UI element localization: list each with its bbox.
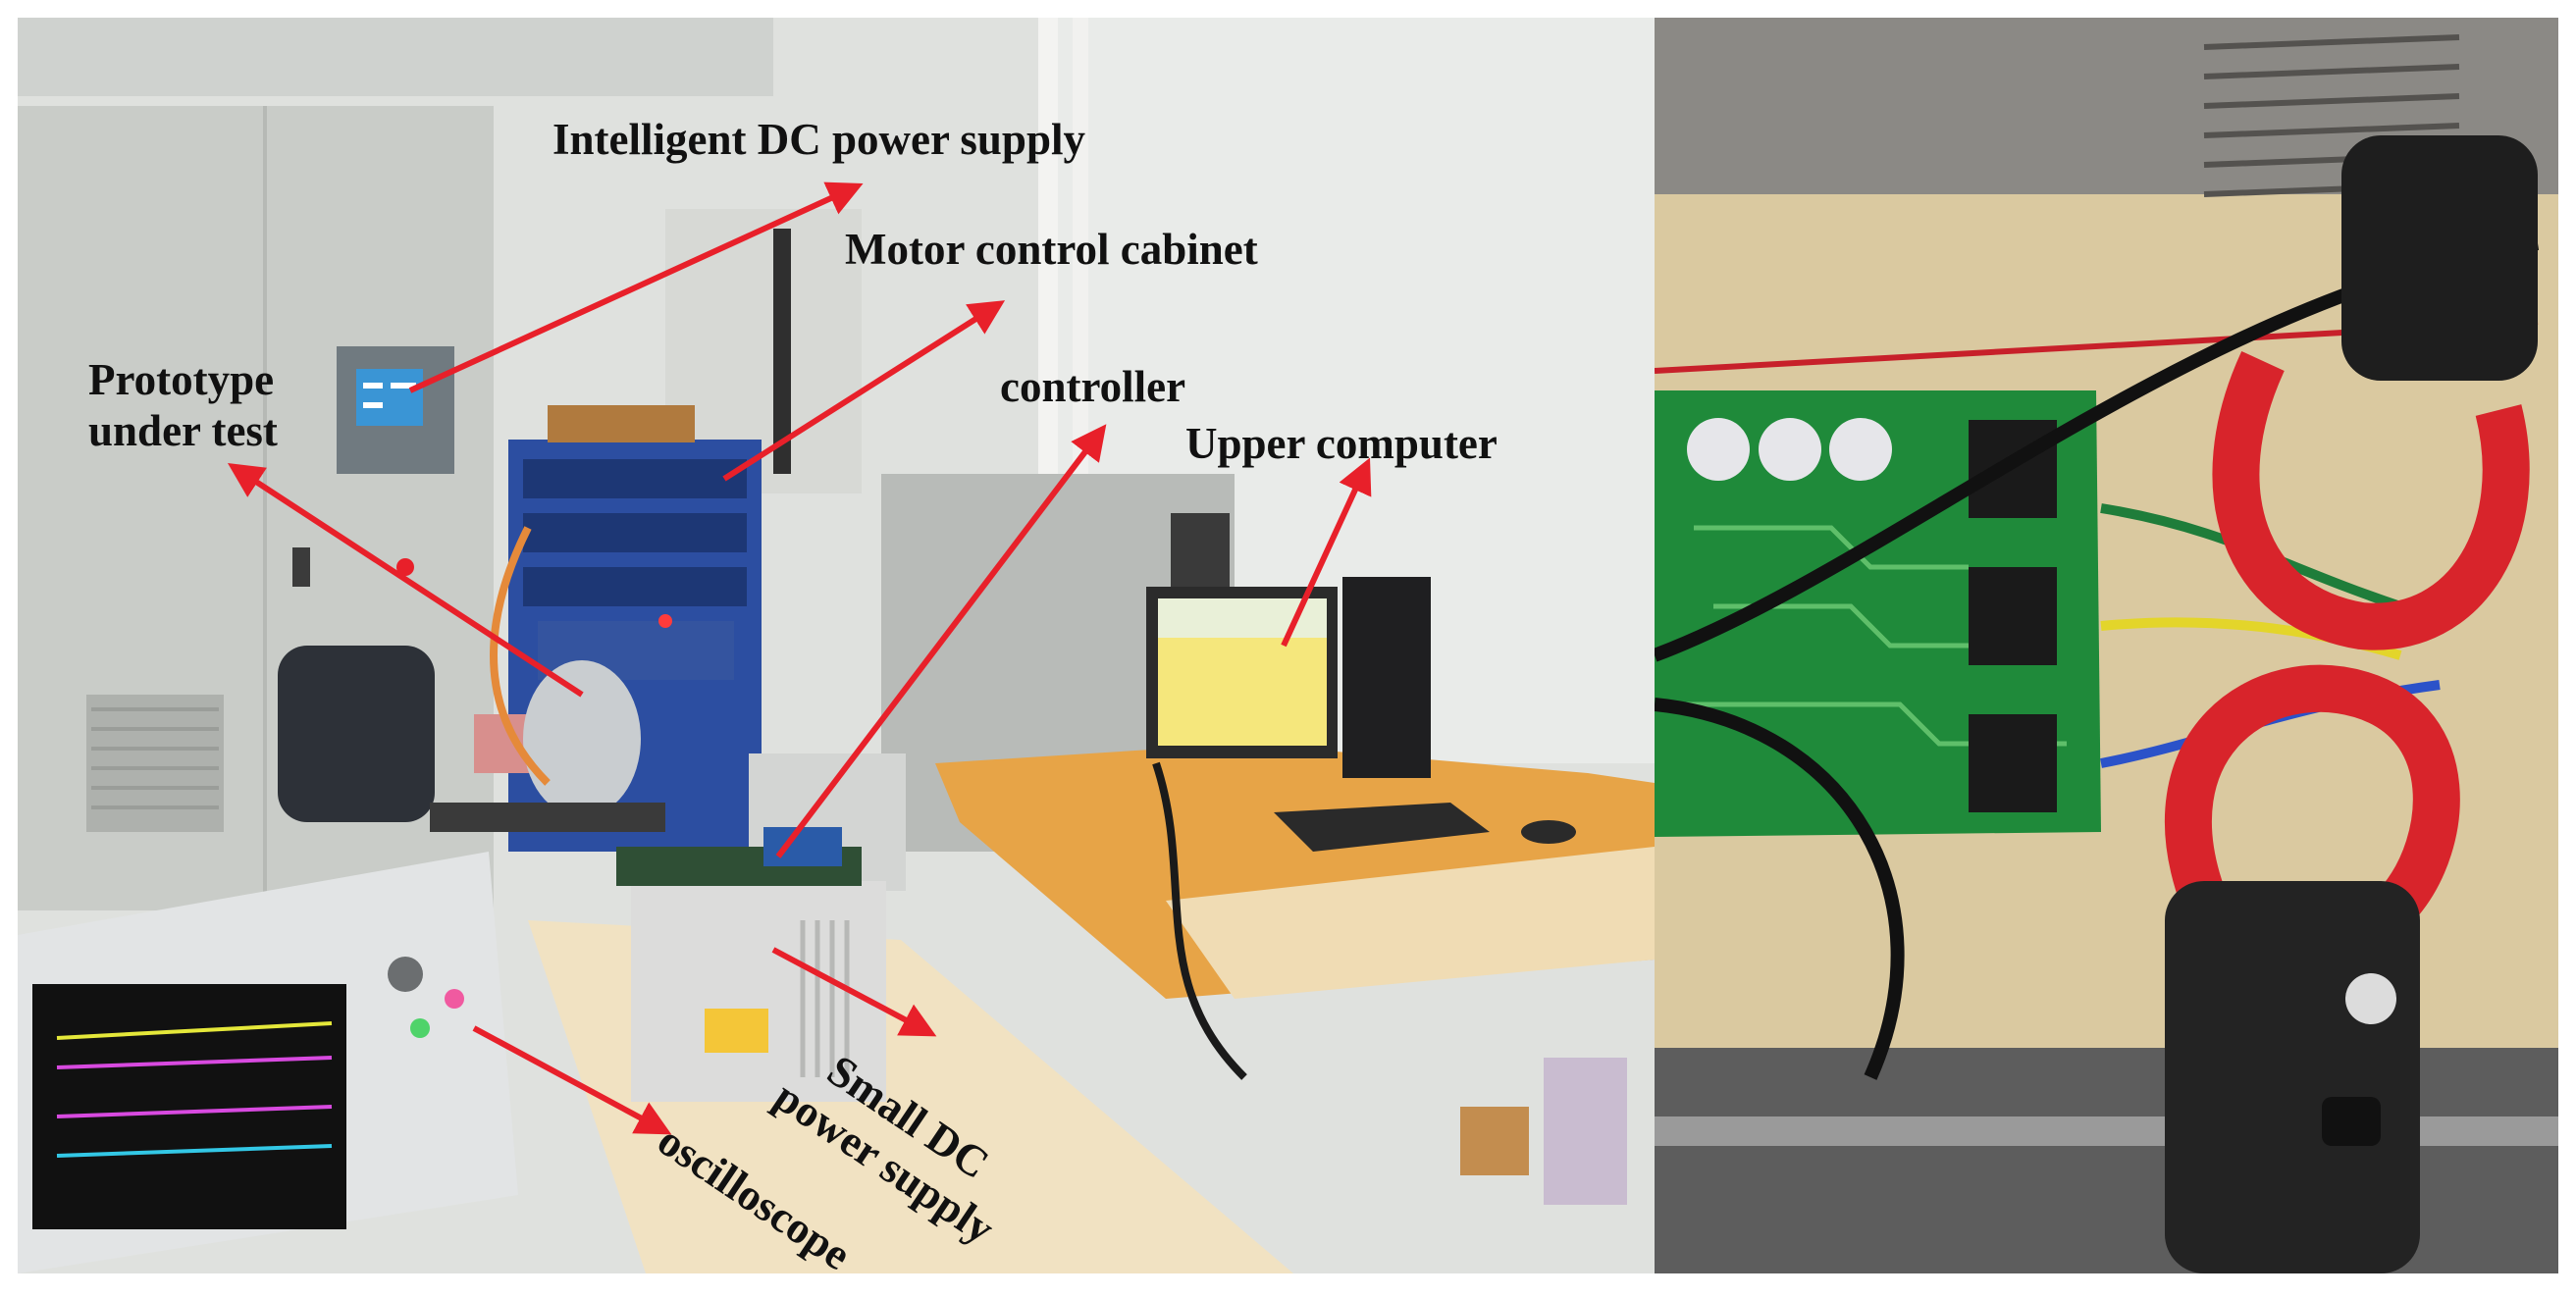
arrow-prototype xyxy=(227,463,584,698)
label-controller: controller xyxy=(1000,362,1186,411)
driver-board-illustration xyxy=(1655,18,2558,1273)
label-prototype-under-test: Prototype under test xyxy=(88,355,278,455)
arrow-oscilloscope xyxy=(472,1025,672,1135)
label-motor-control-cabinet: Motor control cabinet xyxy=(845,225,1258,274)
lab-photo-panel: Intelligent DC power supply Motor contro… xyxy=(18,18,1655,1273)
label-intelligent-dc-power-supply: Intelligent DC power supply xyxy=(552,115,1085,164)
arrow-upper-computer xyxy=(1281,457,1372,648)
lab-scene-illustration xyxy=(18,18,1655,1273)
arrow-motor-cabinet xyxy=(722,300,1006,482)
label-upper-computer: Upper computer xyxy=(1185,419,1498,468)
driver-board-photo-panel xyxy=(1655,18,2558,1273)
arrow-intelligent-dc xyxy=(408,182,864,393)
annotation-arrows xyxy=(227,182,1372,1135)
arrow-small-dc xyxy=(771,947,937,1037)
arrow-controller xyxy=(775,424,1107,858)
